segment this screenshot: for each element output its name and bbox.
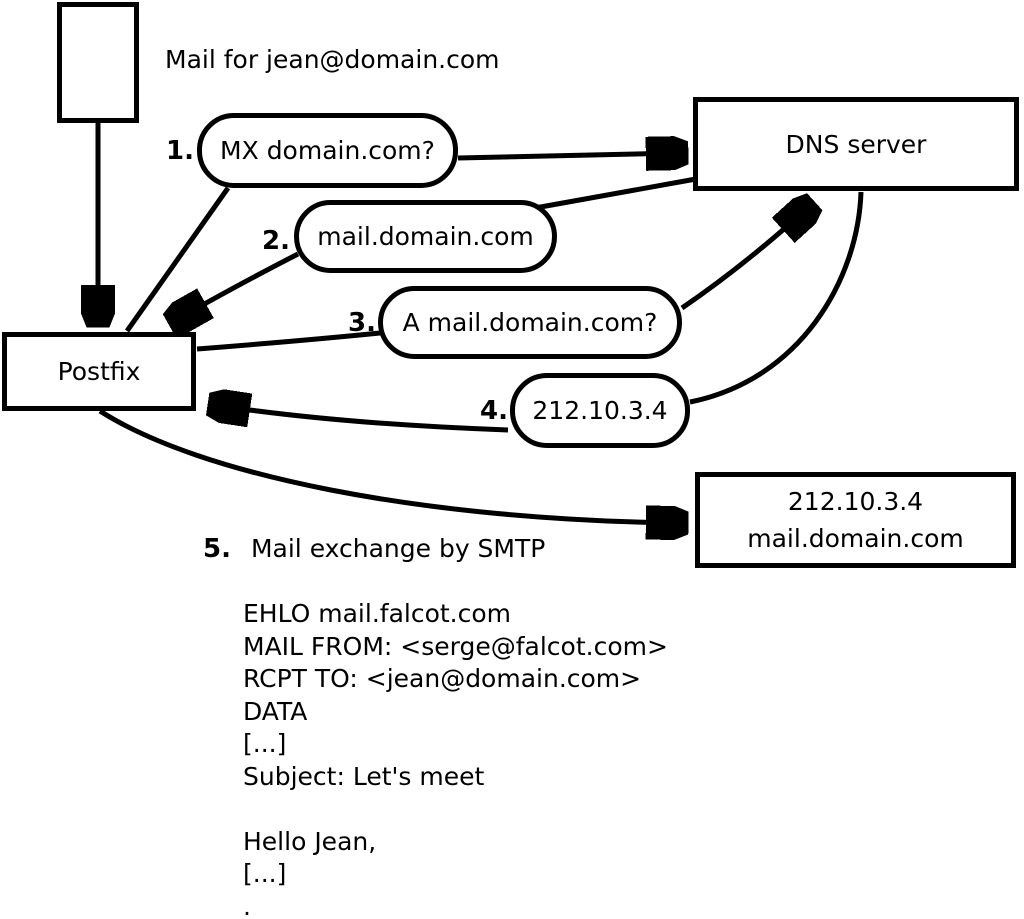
response-bubble-ip: 212.10.3.4 (510, 373, 690, 448)
step-5-label: Mail exchange by SMTP (250, 534, 546, 563)
smtp-session-transcript: EHLO mail.falcot.com MAIL FROM: <serge@f… (243, 599, 668, 919)
dns-server-box: DNS server (693, 97, 1019, 191)
response-bubble-mailhost: mail.domain.com (294, 200, 557, 273)
query-bubble-mx: MX domain.com? (197, 113, 458, 188)
arrow-response2-to-postfix (174, 251, 300, 321)
line-dns-to-response4 (689, 191, 864, 405)
arrow-response4-to-postfix (214, 405, 509, 433)
step-4-number: 4. (480, 396, 508, 426)
step-5-caption: 5. Mail exchange by SMTP (203, 534, 545, 564)
step-2-number: 2. (262, 226, 290, 256)
arrow-postfix-to-mailserver (98, 408, 682, 523)
query-bubble-mx-label: MX domain.com? (220, 136, 435, 165)
mail-server-ip: 212.10.3.4 (787, 487, 924, 516)
line-dns-to-response2 (534, 176, 697, 211)
mail-message-box (57, 2, 139, 123)
response-bubble-mailhost-label: mail.domain.com (317, 222, 534, 251)
step-5-number: 5. (203, 534, 231, 564)
query-bubble-a-record: A mail.domain.com? (378, 286, 682, 359)
arrow-query3-to-dns (680, 206, 810, 311)
arrow-query1-to-dns (457, 153, 682, 158)
step-3-number: 3. (348, 308, 376, 338)
postfix-box: Postfix (2, 332, 196, 411)
mail-server-box: 212.10.3.4 mail.domain.com (695, 472, 1016, 568)
response-bubble-ip-label: 212.10.3.4 (532, 396, 668, 425)
postfix-label: Postfix (57, 357, 141, 386)
diagram-title: Mail for jean@domain.com (165, 45, 500, 74)
dns-server-label: DNS server (785, 129, 927, 159)
step-1-number: 1. (166, 136, 194, 166)
query-bubble-a-record-label: A mail.domain.com? (402, 308, 658, 337)
line-postfix-to-query1 (124, 186, 231, 333)
line-postfix-to-query3 (196, 330, 381, 352)
mail-server-hostname: mail.domain.com (747, 524, 964, 553)
